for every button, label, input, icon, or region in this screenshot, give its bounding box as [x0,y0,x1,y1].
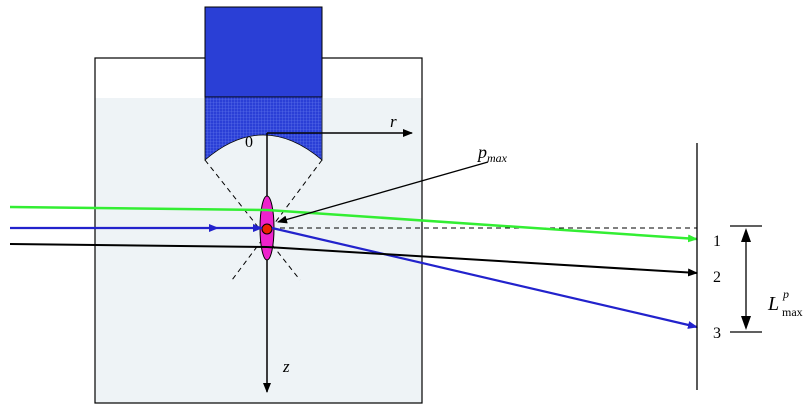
focus-point [261,223,273,235]
pmax-pointer [277,161,489,224]
lmax-main: L [767,293,779,315]
black-ray-outgoing [266,246,698,277]
origin-label: 0 [245,134,253,151]
objective-tip [204,96,323,161]
pmax-label: pmax [476,142,508,165]
pmax-main: p [476,142,487,162]
lmax-arrowhead-down [741,316,751,330]
blue-ray-outgoing [271,226,698,329]
lmax-superscript: p [782,287,789,301]
focusing-cone [204,159,323,281]
green-ray-incoming [9,205,268,212]
objective-body [204,6,323,98]
screen-label-2: 2 [713,269,721,286]
screen-label-1: 1 [713,233,721,250]
z-axis-label: z [282,357,290,376]
lmax-label: L [767,293,779,315]
black-ray-incoming [9,243,268,248]
pmax-subscript: max [487,151,508,165]
lmax-arrowhead-up [741,228,751,242]
r-axis-label: r [390,112,397,131]
green-ray-outgoing [266,208,698,243]
lmax-subscript: max [782,305,803,319]
screen-label-3: 3 [713,325,721,342]
